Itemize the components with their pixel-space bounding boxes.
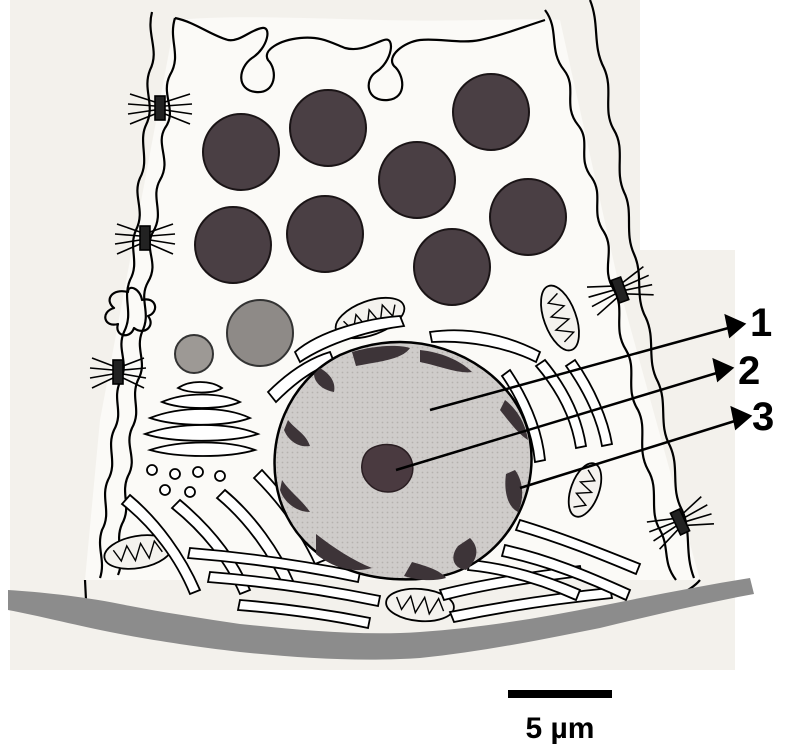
scale-bar-label: 5 µm: [526, 712, 595, 745]
secretory-granule-icon: [379, 142, 455, 218]
background-blank-right: [640, 0, 760, 250]
secretory-granule-icon: [195, 207, 271, 283]
label-1: 1: [750, 301, 772, 345]
secretory-granule-icon: [490, 179, 566, 255]
scale-bar: [508, 690, 612, 698]
label-2: 2: [738, 349, 760, 393]
secretory-granule-immature-icon: [175, 335, 213, 373]
secretory-granule-icon: [287, 196, 363, 272]
arrow-3-head: [732, 408, 750, 428]
secretory-granule-icon: [414, 229, 490, 305]
secretory-granule-icon: [290, 90, 366, 166]
secretory-granule-icon: [453, 74, 529, 150]
nucleus: [275, 342, 532, 580]
arrow-1-head: [726, 316, 744, 336]
secretory-granule-immature-icon: [227, 300, 293, 366]
secretory-granule-icon: [203, 114, 279, 190]
label-3: 3: [752, 395, 774, 439]
